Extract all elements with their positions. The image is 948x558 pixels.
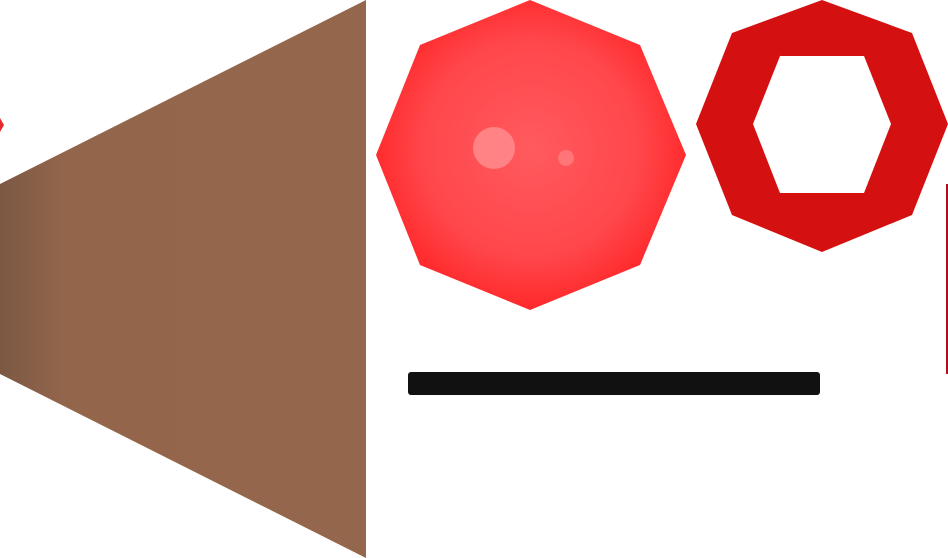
wall-wedge [0,0,366,558]
gem-highlight-large [473,127,515,169]
edge-mark-left [0,118,4,132]
red-octagon-gem-icon[interactable] [376,0,686,310]
black-bar [408,372,820,395]
red-ring[interactable] [696,0,948,252]
red-gem[interactable] [376,0,686,310]
edge-mark-right [946,184,948,374]
gem-highlight-small [558,150,574,166]
red-octagon-ring-icon[interactable] [696,0,948,252]
